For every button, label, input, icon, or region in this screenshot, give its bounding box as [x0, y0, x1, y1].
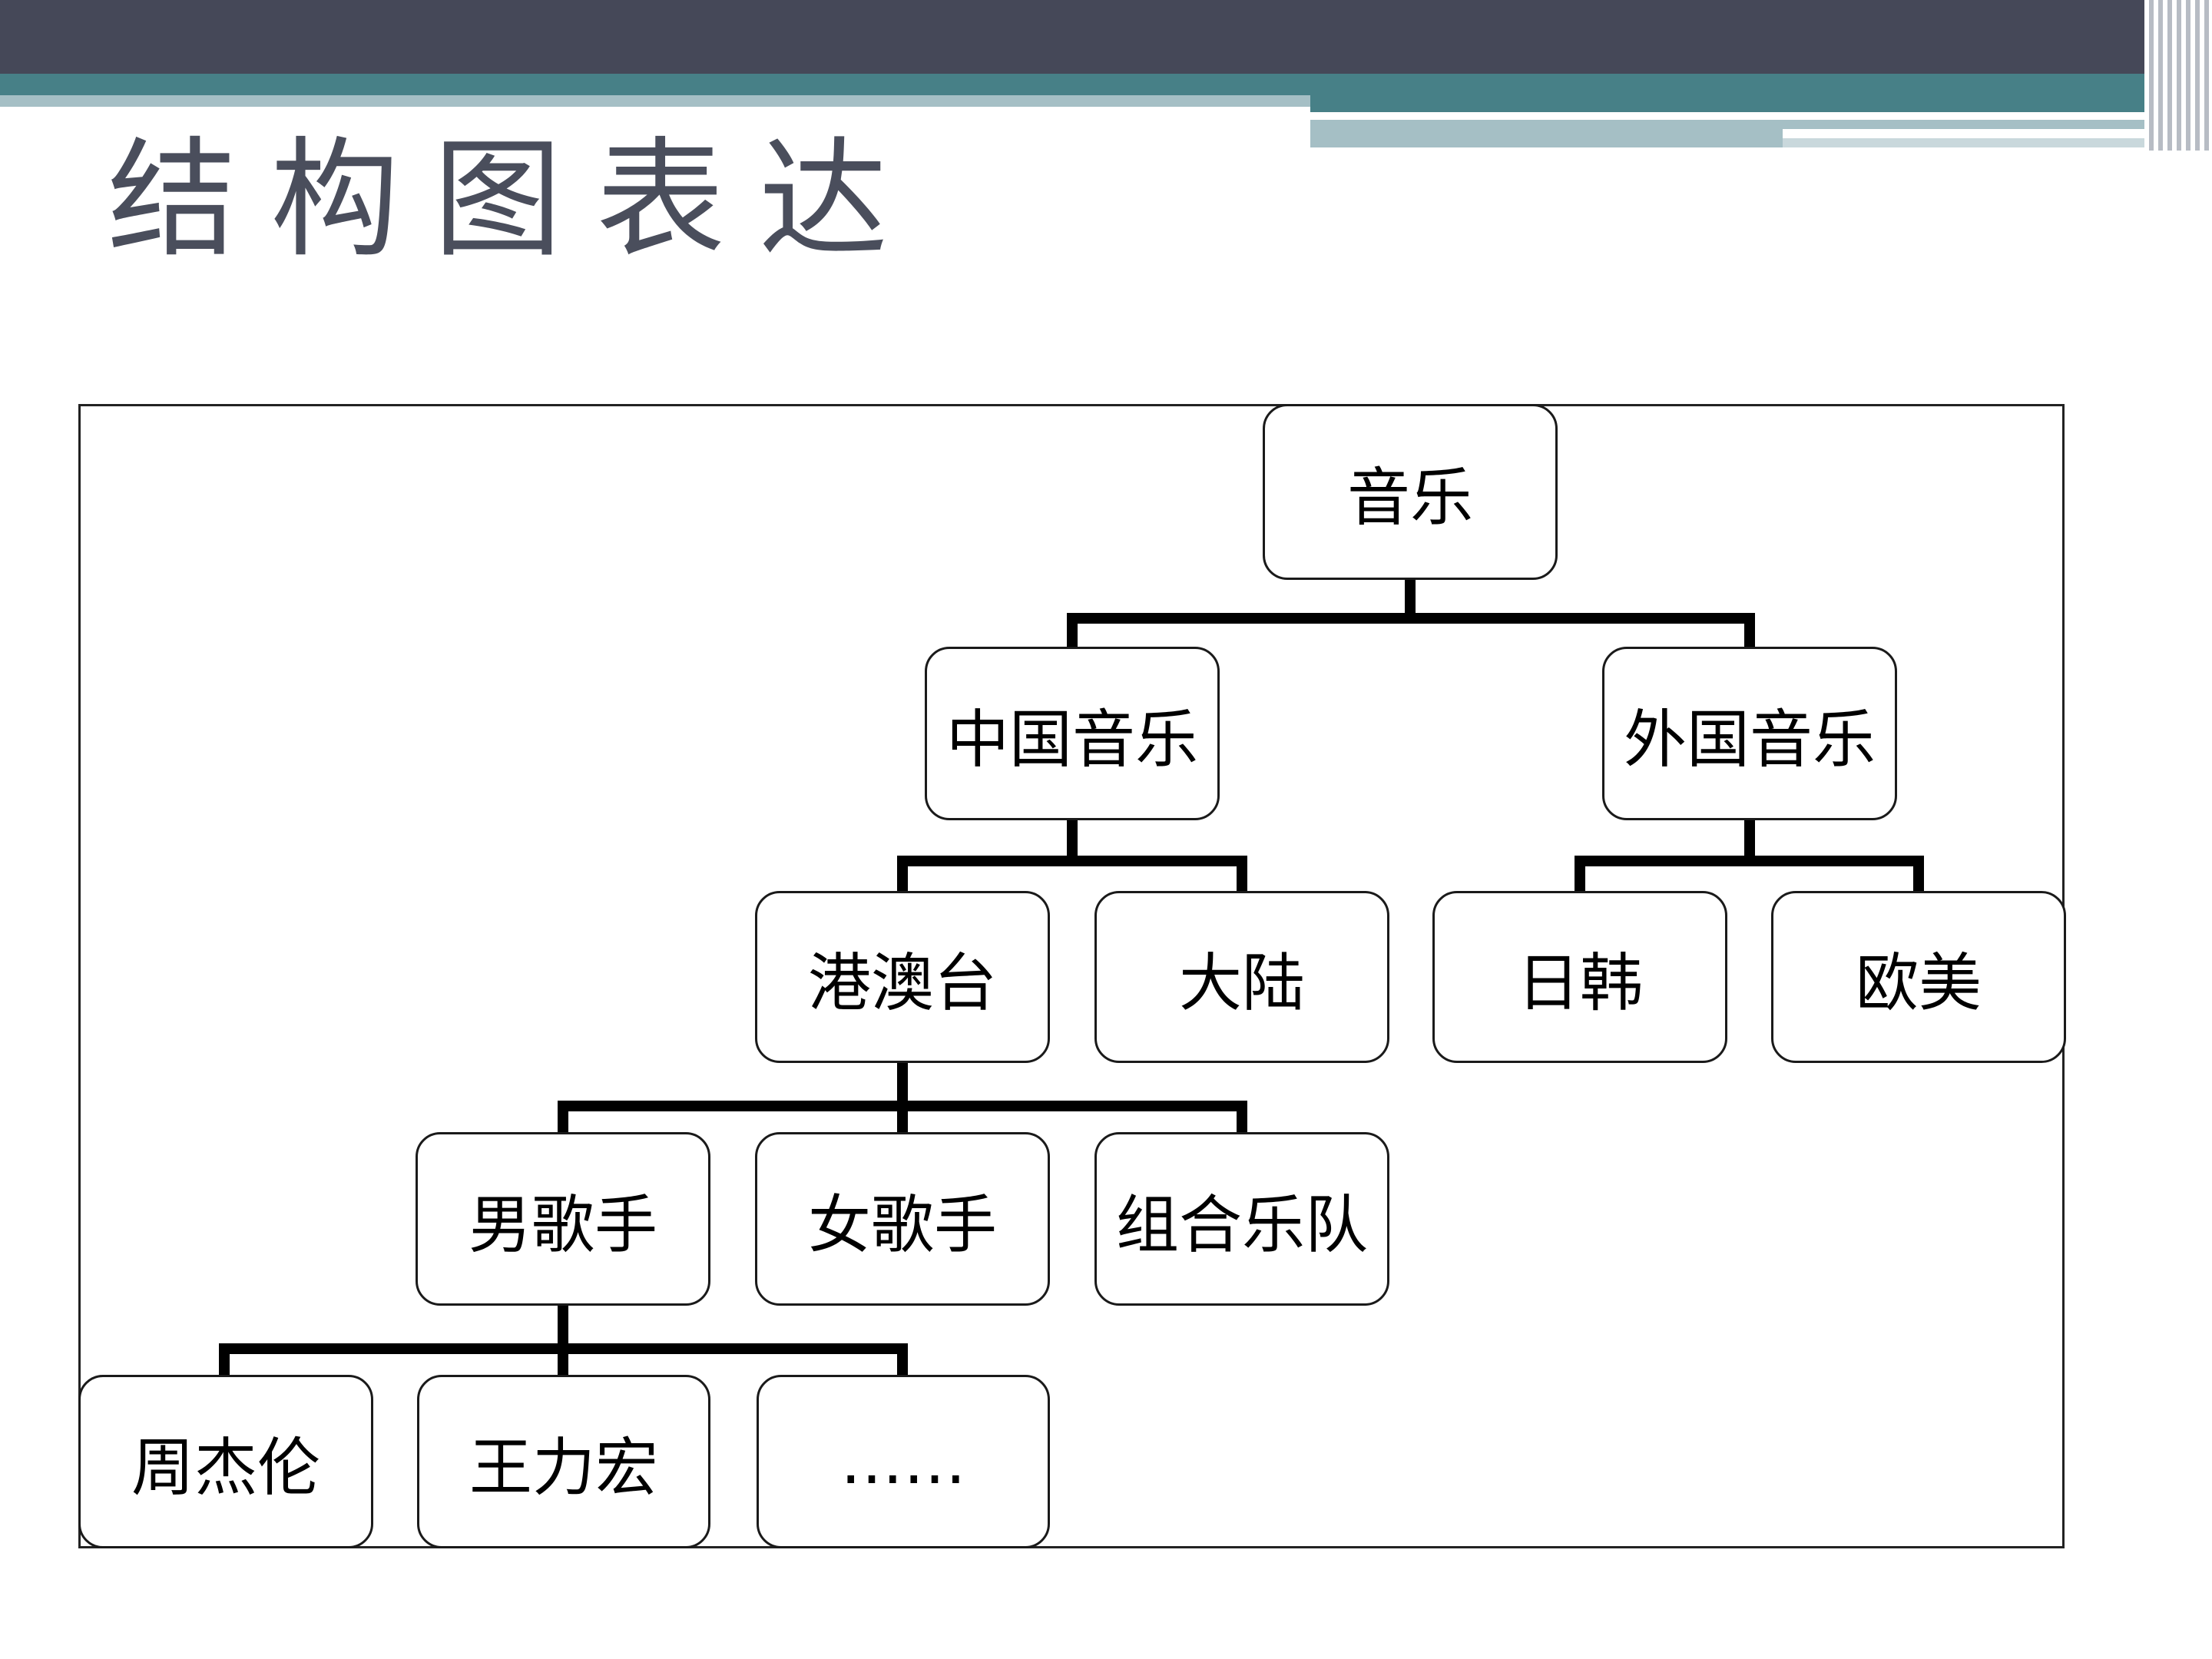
- node-wang-leehom: 王力宏: [417, 1375, 710, 1548]
- node-hk-macau-taiwan: 港澳台: [755, 891, 1050, 1063]
- node-ellipsis: ……: [757, 1375, 1050, 1548]
- header-grey-line: [1310, 120, 2155, 129]
- node-europe-america: 欧美: [1771, 891, 2066, 1063]
- node-male-singers: 男歌手: [416, 1132, 710, 1306]
- header-teal-step: [1310, 95, 2212, 112]
- header-teal-bar: [0, 74, 2212, 95]
- node-foreign-music: 外国音乐: [1602, 647, 1897, 820]
- node-music: 音乐: [1263, 404, 1558, 580]
- node-female-singers: 女歌手: [755, 1132, 1050, 1306]
- node-japan-korea: 日韩: [1432, 891, 1727, 1063]
- header-grey-block-light: [1783, 138, 2167, 147]
- node-chinese-music: 中国音乐: [925, 647, 1220, 820]
- header-stripes: [2144, 0, 2212, 151]
- node-mainland: 大陆: [1094, 891, 1389, 1063]
- header-grey-block: [1310, 129, 1783, 147]
- header-light-bar: [0, 95, 1310, 107]
- header-dark-bar: [0, 0, 2212, 74]
- header-white-line: [1310, 112, 2048, 120]
- node-jay-chou: 周杰伦: [78, 1375, 373, 1548]
- slide-title: 结构图表达: [108, 124, 922, 275]
- node-bands: 组合乐队: [1094, 1132, 1389, 1306]
